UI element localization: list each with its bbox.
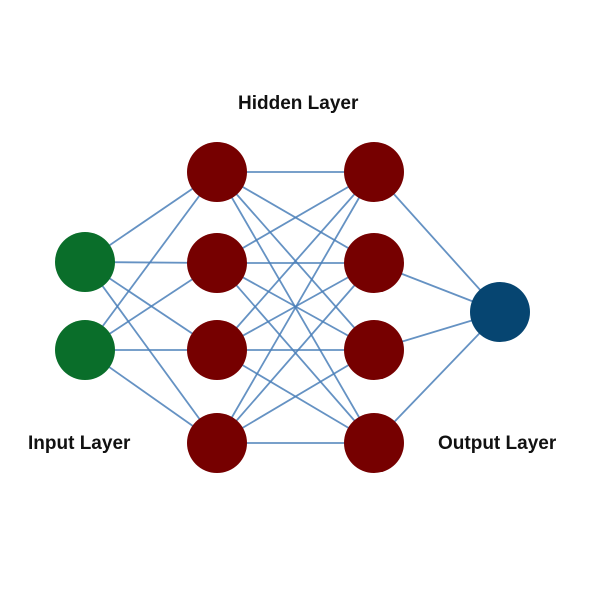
- node-hidden1-2: [187, 320, 247, 380]
- edge-hidden2-0-to-output-0: [373, 171, 501, 313]
- node-hidden2-3: [344, 413, 404, 473]
- edge-hidden2-3-to-output-0: [373, 311, 501, 444]
- edge-input-0-to-hidden1-3: [84, 261, 218, 444]
- edge-hidden1-3-to-hidden2-0: [216, 171, 375, 444]
- node-output-0: [470, 282, 530, 342]
- node-hidden2-2: [344, 320, 404, 380]
- hidden-layer-label: Hidden Layer: [238, 93, 359, 114]
- edge-hidden1-3-to-hidden2-1: [216, 262, 375, 444]
- edge-input-1-to-hidden1-0: [84, 171, 218, 351]
- node-input-1: [55, 320, 115, 380]
- edge-hidden1-2-to-hidden2-0: [216, 171, 375, 351]
- connections: [84, 171, 501, 444]
- node-hidden1-3: [187, 413, 247, 473]
- node-hidden1-1: [187, 233, 247, 293]
- node-input-0: [55, 232, 115, 292]
- neurons: [55, 142, 530, 473]
- edge-hidden1-1-to-hidden2-0: [216, 171, 375, 264]
- node-hidden1-0: [187, 142, 247, 202]
- node-hidden2-1: [344, 233, 404, 293]
- output-layer-label: Output Layer: [438, 433, 557, 454]
- edge-hidden1-3-to-hidden2-2: [216, 349, 375, 444]
- node-hidden2-0: [344, 142, 404, 202]
- input-layer-label: Input Layer: [28, 433, 131, 454]
